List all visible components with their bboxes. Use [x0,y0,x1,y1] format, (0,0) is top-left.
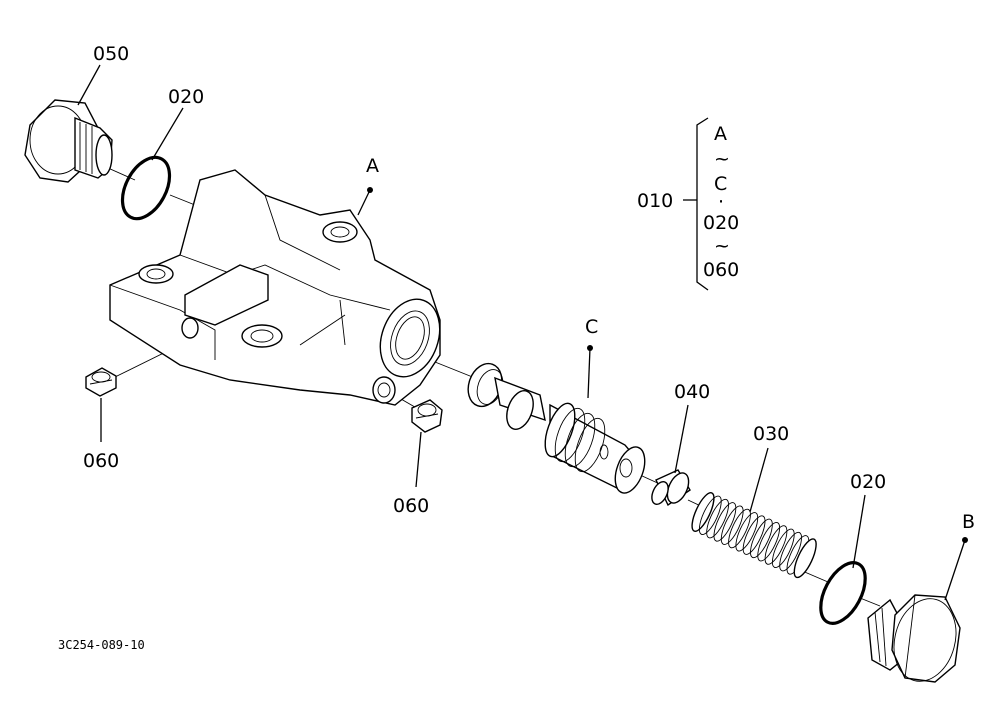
callout-dots [367,187,968,543]
spring-coil [771,528,795,569]
oring-020-left [120,155,172,221]
label-020-left: 020 [168,86,204,108]
assembly-line-A: A [714,123,727,145]
label-040: 040 [674,381,710,403]
assembly-tilde-2: ~ [714,235,730,257]
spring-coil [698,495,722,536]
label-020-right: 020 [850,471,886,493]
spring-coil [750,518,773,559]
label-050: 050 [93,43,129,65]
assembly-bracket-group: 010 A ~ C · 020 ~ 060 [637,117,739,291]
spring-coil [779,531,802,572]
label-030: 030 [753,423,789,445]
label-060-right: 060 [393,495,429,517]
label-C: C [585,316,598,338]
spring-coil [793,538,817,579]
plug-B [867,594,961,683]
assembly-line-060: 060 [703,259,739,281]
spring-coil [764,525,788,565]
spring-coil [720,505,744,545]
drawing-number: 3C254-089-10 [58,638,145,652]
label-B: B [962,511,975,533]
collar-040 [651,469,691,507]
spring-coil [742,515,766,555]
assembly-number: 010 [637,190,673,212]
spring-coil [735,512,759,552]
label-060-left: 060 [83,450,119,472]
assembly-line-020: 020 [703,212,739,234]
spring-coil [706,498,729,539]
assembly-dot: · [718,191,724,213]
assembly-line-C: C [714,173,727,195]
spring-coil [757,521,781,562]
setscrew-060-left [85,367,117,397]
leader-lines [77,64,966,601]
spring-030 [691,492,817,579]
label-A: A [366,155,379,177]
assembly-tilde-1: ~ [714,148,730,170]
spring-coil [691,492,715,532]
setscrew-060-right [411,399,443,433]
oring-020-right [819,561,867,625]
spring-coil [713,502,737,542]
spring-coil [728,508,751,549]
plug-050 [24,99,113,183]
spool-C [467,362,646,494]
valve-body-A [109,169,441,406]
